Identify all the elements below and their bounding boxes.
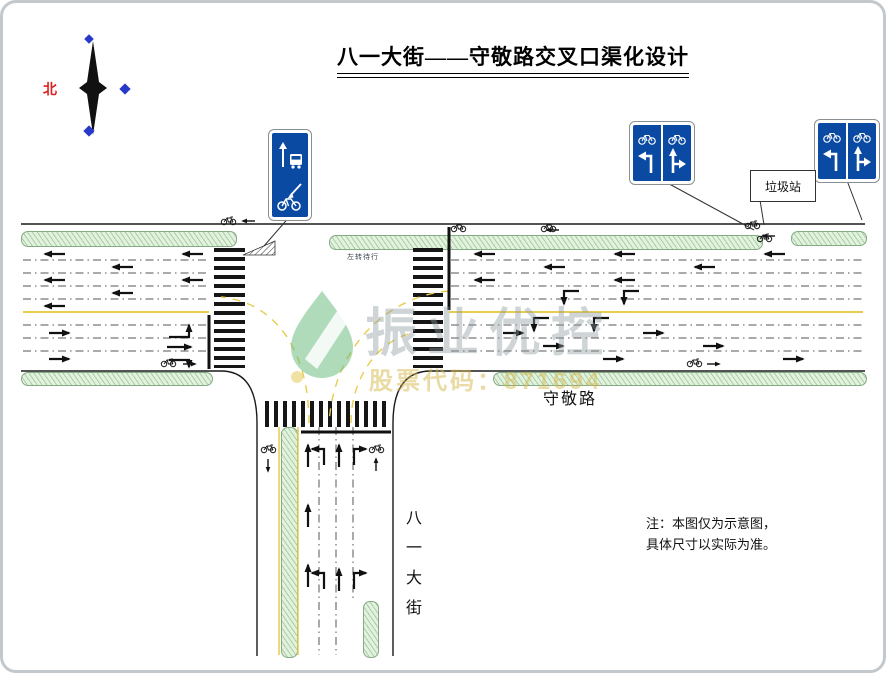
bike-straight-right-icon — [668, 134, 686, 173]
hatched-island — [242, 240, 276, 256]
compass-north-label: 北 — [43, 81, 57, 97]
note-block: 注：本图仅为示意图， 具体尺寸以实际为准。 — [646, 513, 776, 556]
bus-and-bike-lane-sign — [268, 129, 312, 221]
bike-left-turn-icon — [638, 134, 656, 173]
crosswalk-east — [413, 248, 443, 368]
green-median-strip — [493, 372, 867, 386]
road-name-east-west: 守敬路 — [543, 391, 598, 408]
watermark-brand: 振业优控 — [365, 305, 614, 363]
road-name-north-south: 八一大街 — [403, 509, 420, 629]
garbage-station-box: 垃圾站 — [750, 170, 816, 202]
compass-rose — [79, 34, 131, 137]
center-yellow-lines — [23, 311, 863, 655]
green-median-strip — [281, 427, 298, 658]
bicycle-icons — [160, 216, 773, 454]
green-median-strip — [21, 231, 237, 247]
bike-left-turn-panel — [633, 125, 661, 181]
green-median-strip — [363, 601, 379, 658]
lane-lines — [23, 259, 863, 655]
bike-left-turn-panel — [818, 123, 846, 179]
lane-arrows-westbound-left-turn — [530, 289, 639, 333]
watermark-logo-icon — [291, 291, 353, 383]
title-block: 八一大街——守敬路交叉口渠化设计 — [303, 41, 723, 78]
crosswalk-south — [265, 401, 391, 427]
bicycle-lane-icon — [277, 183, 302, 211]
bike-straight-right-icon — [853, 132, 871, 171]
note-line-1: 注：本图仅为示意图， — [646, 516, 777, 531]
lane-arrows-northbound — [304, 443, 368, 591]
bike-direction-sign-1 — [629, 121, 695, 185]
page-title: 八一大街——守敬路交叉口渠化设计 — [337, 41, 689, 78]
watermark: 振业优控 股票代码：871694 — [253, 285, 733, 415]
note-line-2: 具体尺寸以实际为准。 — [646, 537, 777, 553]
bus-lane-icon — [279, 142, 302, 169]
bike-lane-arrows — [183, 218, 775, 473]
green-median-strip — [329, 235, 763, 250]
median-tiny-label: 左转待行 — [347, 254, 379, 261]
bike-direction-sign-2 — [814, 119, 880, 183]
bike-lane-sign-panel — [272, 175, 308, 217]
bike-straight-right-panel — [846, 123, 876, 179]
green-median-strip — [21, 372, 213, 386]
road-linework — [21, 34, 865, 656]
crosswalk-west — [214, 248, 245, 368]
road-edges — [21, 223, 865, 656]
bus-lane-sign-panel — [272, 133, 308, 175]
bike-straight-right-panel — [661, 125, 691, 181]
green-median-strip — [791, 231, 867, 246]
bike-left-turn-icon — [823, 132, 841, 171]
garbage-station-label: 垃圾站 — [764, 179, 801, 194]
